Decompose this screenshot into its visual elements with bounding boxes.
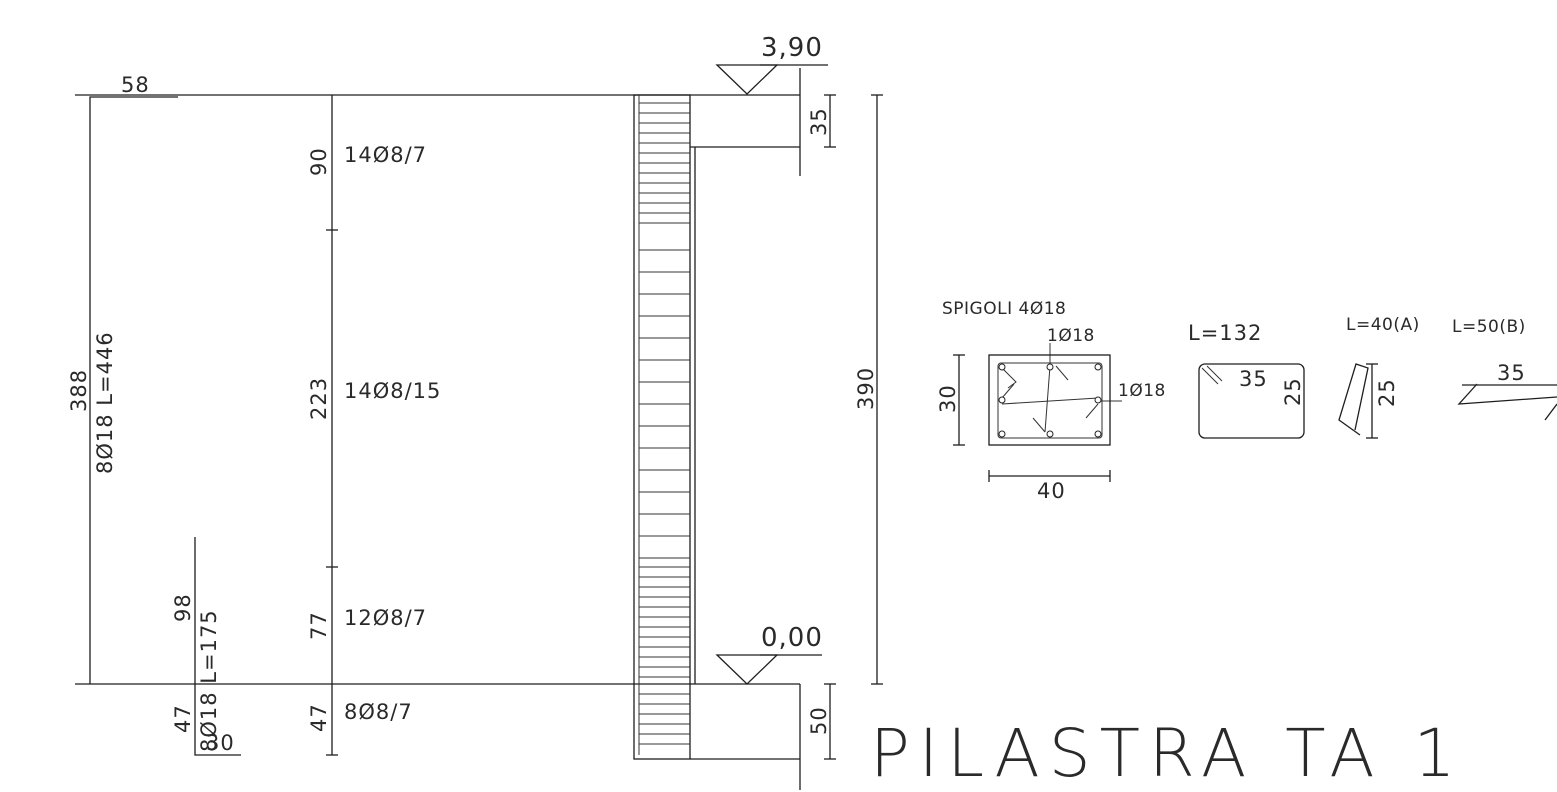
- section-tie-hook-2: [1085, 403, 1099, 419]
- section-tie-hook-1: [1055, 365, 1069, 381]
- top-level-marker-icon: [715, 64, 779, 95]
- section-depth-label: 30: [936, 384, 960, 413]
- zone-length-3: 77: [307, 611, 331, 640]
- tie-shape-a: [1338, 363, 1369, 436]
- zone-length-1: 90: [307, 147, 331, 176]
- tie-length-label-b: L=50(B): [1452, 317, 1526, 337]
- main-bar-label: 8Ø18 L=446: [93, 331, 117, 474]
- section-top-bar-label: 1Ø18: [1047, 326, 1095, 346]
- zone-length-4: 47: [307, 703, 331, 732]
- drawing-title: PILASTRA TA 1: [870, 715, 1465, 792]
- starter-bar-below-label: 47: [171, 704, 195, 733]
- bottom-level-label: 0,00: [761, 623, 823, 653]
- bottom-level-marker-icon: [715, 654, 779, 685]
- starter-bar-label: 8Ø18 L=175: [197, 609, 221, 752]
- stirrup-width-label: 35: [1239, 367, 1268, 391]
- stirrup-height-label: 25: [1281, 377, 1305, 406]
- rebar-dot: [1046, 363, 1054, 371]
- rebar-dot: [998, 396, 1006, 404]
- starter-bar-height-label: 98: [171, 593, 195, 622]
- stirrup-shape-hook-2: [1206, 365, 1223, 382]
- section-tie-vertical: [1044, 365, 1051, 433]
- column-elevation-outer: [633, 94, 691, 760]
- section-stirrup: [997, 362, 1103, 439]
- section-tie-hook-3: [1032, 417, 1046, 433]
- stirrup-length-label: L=132: [1188, 321, 1262, 345]
- zone-spec-1: 14Ø8/7: [344, 143, 427, 167]
- zone-spec-4: 8Ø8/7: [344, 700, 413, 724]
- beam-depth-label: 35: [807, 107, 831, 136]
- rebar-dot: [1046, 430, 1054, 438]
- main-bar-hook-label: 58: [121, 73, 150, 97]
- section-side-bar-label: 1Ø18: [1118, 381, 1166, 401]
- main-bar-outline: [89, 96, 178, 684]
- tie-length-label-a: L=40(A): [1346, 315, 1420, 335]
- stirrup-shape: [1198, 363, 1305, 439]
- rebar-dot: [998, 430, 1006, 438]
- top-level-label: 3,90: [761, 33, 823, 63]
- section-tie-hook-4: [1001, 383, 1015, 399]
- tie-shape-b: [1457, 383, 1557, 405]
- section-tie-horizontal: [1001, 397, 1099, 405]
- section-width-label: 40: [1037, 479, 1066, 503]
- tie-width-label: 35: [1497, 361, 1526, 385]
- stirrup-shape-hook-1: [1201, 367, 1219, 385]
- total-height-label: 390: [854, 367, 878, 410]
- column-stirrups: [639, 102, 690, 745]
- zone-spec-3: 12Ø8/7: [344, 606, 427, 630]
- foundation-depth-label: 50: [807, 706, 831, 735]
- section-stirrup-hook: [999, 365, 1017, 389]
- starter-bar-outline: [194, 537, 241, 756]
- rebar-dot: [1094, 396, 1102, 404]
- tie-shape-b-hook: [1544, 403, 1557, 421]
- zone-length-2: 223: [307, 377, 331, 420]
- rebar-dot: [998, 363, 1006, 371]
- main-bar-height-label: 388: [67, 369, 91, 412]
- section-corner-bars-label: SPIGOLI 4Ø18: [942, 299, 1066, 319]
- rebar-dot: [1094, 430, 1102, 438]
- zone-spec-2: 14Ø8/15: [344, 379, 441, 403]
- rebar-dot: [1094, 363, 1102, 371]
- tie-height-label: 25: [1375, 378, 1399, 407]
- section-outer: [988, 354, 1111, 446]
- starter-bar-foot-label: 30: [206, 731, 235, 755]
